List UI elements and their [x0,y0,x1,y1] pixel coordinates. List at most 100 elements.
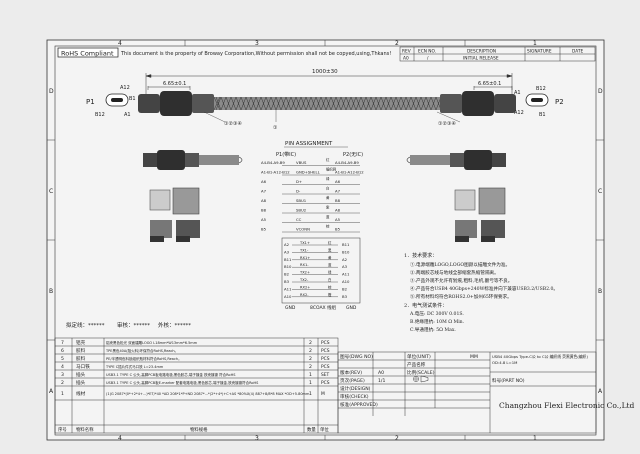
p1-end-face [105,93,129,107]
grid-bottom-2: 2 [395,435,399,442]
p1-pin-b12: B12 [95,112,105,118]
braid-strand [375,96,382,111]
grid-right-a: A [598,388,603,395]
notes-title: 1．技术要求： [404,252,437,259]
unit-value: MM [470,354,478,360]
designer-signature: 拟定线：****** [66,321,105,329]
right-dimension: 6.65±0.1 [478,81,501,87]
bom-qty: 1 [309,372,312,378]
braid-strand [215,96,222,111]
bom-unit: PCS [321,380,330,386]
braid-strand [335,96,342,111]
p2-end-face [525,93,549,107]
rev-value: A0 [403,56,409,62]
coax-color: 橙 [328,292,332,297]
braid-strand [240,96,247,111]
coax-color: 绿 [328,270,332,275]
bom-spec: TYPE C插片件式马口铁 L=23.4mm [105,364,164,369]
bom-spec: USB3.1 TYPE C 公头,高脚PCB板E-marker 配套电路电极,黑… [106,380,259,385]
pin-signal: GND+SHELL [296,170,321,175]
coax-signal: TX2- [299,278,309,282]
bom-no: 3 [61,372,64,378]
braid-strand [230,96,237,111]
pin-wire-color: 绿 [326,176,330,181]
p1-pin-b1: B1 [129,96,136,102]
bom-spec: TPE黑色40A(阻火料)环保符合RoHS,Reach。 [105,348,178,353]
braid-strand [280,96,287,111]
coax-p2: B10 [342,249,350,254]
gnd-left: GND [285,305,296,311]
grid-bottom-3: 3 [255,435,259,442]
note-1: ①.电源端雕LOGO,LOGO图颜以描雕文件为准。 [410,261,510,268]
bom-qty: 2 [309,348,312,354]
pin-wire-color: 紫 [326,205,330,210]
pin-p1: A1-B1-A12-B12 [261,170,290,175]
bom-unit: PCS [321,348,330,354]
cable-length: 1000±30 [312,69,338,75]
p2-label: P2 [555,98,564,106]
braid-strand [290,96,297,111]
pin-p2: A8 [335,208,341,213]
elec-title: 2．电气测试条件： [404,302,447,309]
coax-signal: RX1- [300,263,309,267]
title-block [337,351,597,434]
p1-label: P1 [86,98,95,106]
coax-p2: A2 [342,257,348,262]
reviewer-signature: 审核：****** [117,321,150,329]
grid-right-c: C [598,188,602,195]
gnd-right: GND [346,305,357,311]
pin-signal: SBU1 [296,198,307,203]
bom-name: 胶料 [76,355,86,362]
coax-color: 蓝 [328,262,332,267]
braid-strand [275,96,282,111]
p1-pin-a12: A12 [120,85,130,91]
braid-strand [220,96,227,111]
ownership-notice: This document is the property of Broway … [120,51,391,57]
bom-spec: (1)G 2087*(0*+2*4+...)*ET/*40 *AD 208*1*… [106,392,310,396]
coax-color: 棕 [328,284,332,289]
bom-header: 数量 [307,426,316,433]
note-2: ②.两端胶芯线与地线全部缩套热缩管隔离。 [410,269,499,276]
braid-strand [405,96,412,111]
approver-signature: 外核：****** [158,321,191,329]
braid-strand [245,96,252,111]
callout-left: ①②③④ [224,121,242,127]
rev-header-rev: REV [402,49,411,55]
coax-color: 红 [328,240,332,245]
page-value: 1/1 [378,378,385,384]
braid-strand [350,96,357,111]
item-value: USB4 40Gbps Type-C公 to C公 编织线 荧黑黄色(编织)OD… [492,354,588,365]
projection-symbol [413,375,429,383]
p1-column-label: P1(带IC) [276,152,296,158]
right-pcb-detail [454,187,506,242]
dwg-label: 图号(DWG NO) [340,354,373,360]
braid-strand [265,96,272,111]
item-label: 产品名称 [407,361,426,368]
p2-column-label: P2(无IC) [343,152,363,158]
coax-p1: B2 [284,272,290,277]
coax-signal: TX2+ [299,271,310,275]
scale-label: 比例(SCALE) [407,369,435,376]
p2-pin-a1: A1 [514,90,521,96]
braid-strand [355,96,362,111]
pin-p1: B8 [261,208,267,213]
bom-header: 单位 [320,426,329,433]
pin-p2: B5 [335,227,341,232]
coax-color: 黑 [328,248,332,252]
rev-header-sign: SIGNATURE [527,49,552,55]
pin-p2: A6 [335,179,341,184]
pin-p1: A7 [261,189,267,194]
left-connector [138,86,214,116]
braid-strand [415,96,422,111]
bom-no: 1 [61,391,64,397]
coax-signal: TX1+ [299,241,310,245]
bom-spec: USB3.1 TYPE C 公头,高脚PCB板电路电极,黑色胶芯,端子镀金 铁壳… [106,372,236,377]
